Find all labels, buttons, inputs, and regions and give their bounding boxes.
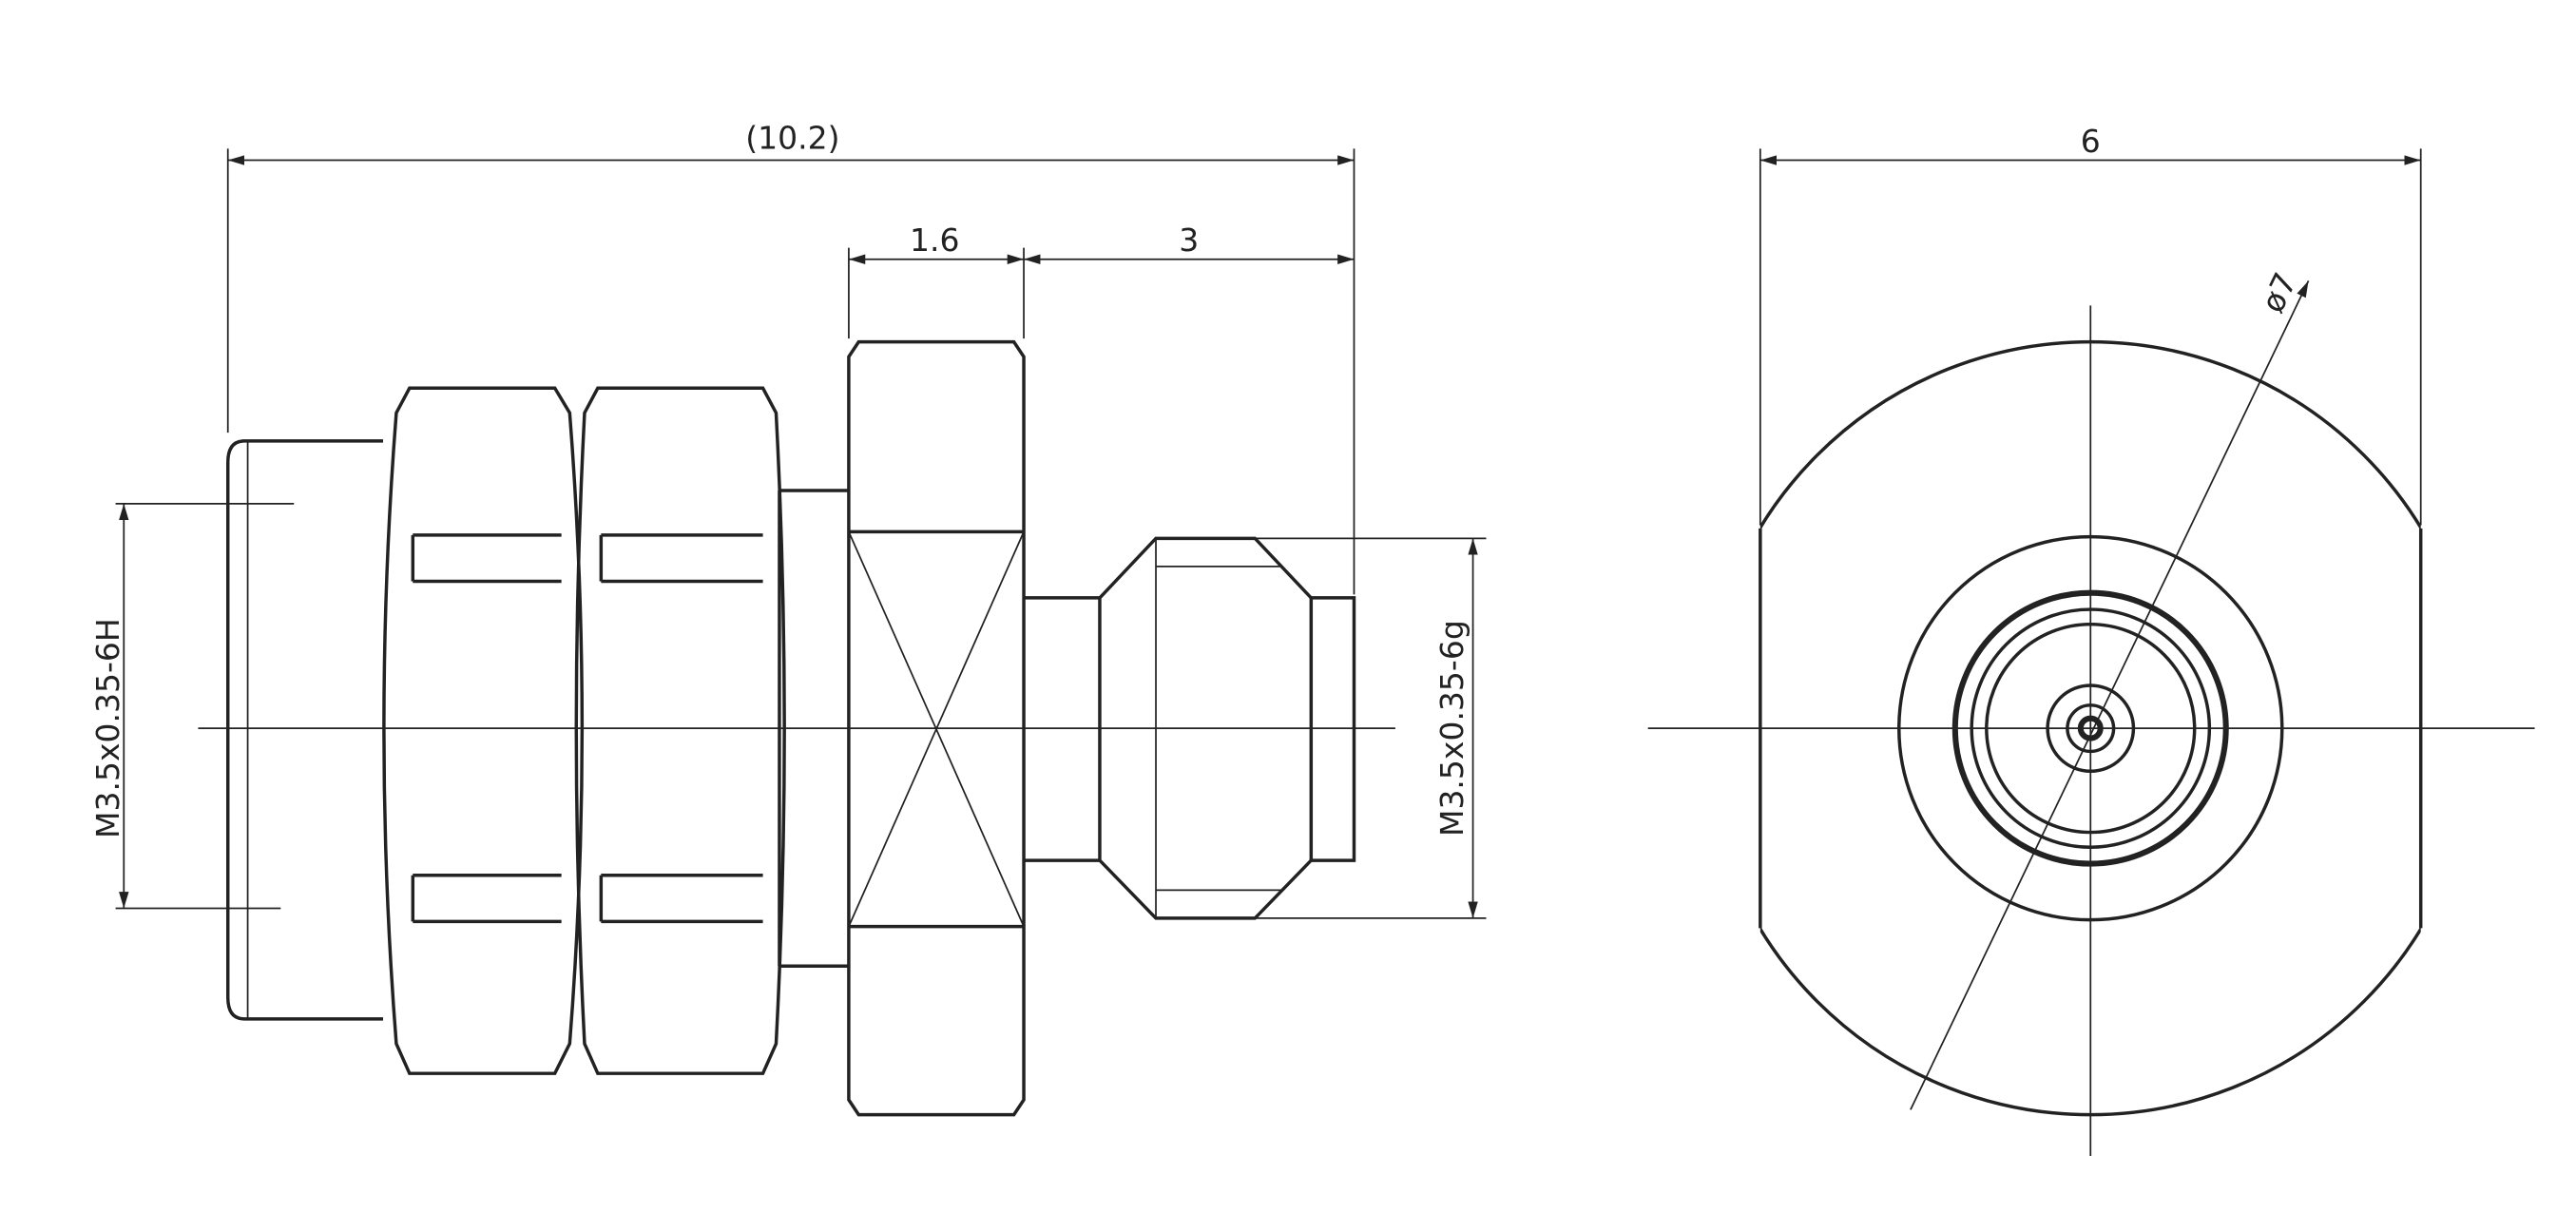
pin-hex [1098,536,1356,920]
end-view: ø7 6 [1647,123,2535,1157]
dim-pin-label: 3 [1179,221,1199,259]
neck [1024,596,1100,862]
female-thread-label: M3.5x0.35-6H [89,618,126,838]
shaft [778,489,849,969]
hex-flange [847,339,1026,1117]
dim-width-label: 6 [2081,123,2101,160]
dim-diameter-label: ø7 [2254,267,2304,318]
hex-nut-2 [574,386,786,1075]
dim-overall-length-label: (10.2) [745,119,839,156]
side-view: (10.2) 1.6 3 M3.5x0.35-6H M3.5x0.35-6g [89,119,1487,1117]
body-flange [225,439,384,1021]
dim-flange-label: 1.6 [910,221,959,259]
hex-nut-1 [382,386,585,1075]
male-thread-label: M3.5x0.35-6g [1433,620,1471,837]
